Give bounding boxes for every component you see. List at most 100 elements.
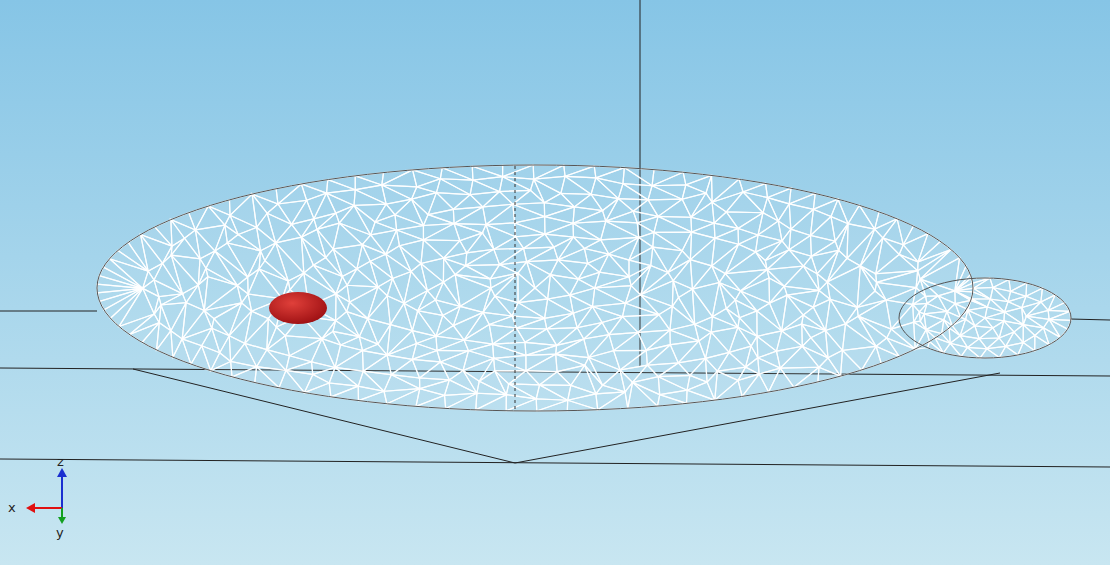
mesh-element: [347, 285, 378, 302]
mesh-element: [673, 260, 692, 289]
mesh-element: [686, 175, 712, 193]
mesh-element: [695, 324, 712, 341]
mesh-element: [565, 176, 596, 194]
mesh-element: [652, 172, 686, 186]
mesh-element: [776, 331, 802, 351]
mesh-element: [503, 165, 534, 179]
mesh-element: [494, 358, 526, 371]
mesh-element: [545, 313, 574, 329]
mesh-element: [883, 238, 903, 255]
mesh-element: [442, 166, 473, 180]
plane-line: [0, 459, 1110, 467]
mesh-element: [255, 367, 279, 388]
mesh-element: [455, 275, 491, 307]
mesh-element: [416, 389, 445, 407]
mesh-element: [304, 374, 329, 392]
mesh-element: [204, 277, 237, 311]
mesh-element: [789, 193, 815, 209]
mesh-element: [628, 382, 658, 408]
mesh-element: [347, 302, 368, 319]
mesh-element: [784, 286, 819, 295]
plane-line: [0, 311, 97, 312]
mesh-element: [573, 221, 606, 240]
mesh-element: [154, 263, 182, 294]
z-arrowhead: [57, 468, 67, 477]
mesh-element: [533, 165, 564, 179]
mesh-element: [423, 224, 454, 240]
mesh-element: [279, 370, 304, 392]
mesh-element: [827, 266, 860, 308]
x-axis: [34, 507, 62, 509]
mesh-element: [818, 367, 841, 382]
mesh-element: [712, 179, 743, 202]
mesh-element: [483, 204, 513, 224]
mesh-element: [286, 356, 312, 371]
mesh-element: [973, 287, 993, 299]
mesh-element: [767, 188, 791, 204]
mesh-element: [445, 393, 477, 408]
mesh-element: [601, 221, 639, 240]
mesh-element: [789, 235, 811, 256]
mesh-element: [397, 230, 424, 246]
axis-triad: [26, 468, 67, 524]
mesh-element: [493, 344, 526, 358]
mesh-element: [858, 316, 891, 338]
mesh-element: [968, 307, 987, 318]
mesh-element: [926, 320, 944, 334]
mesh-element: [743, 183, 767, 197]
mesh-element: [639, 232, 654, 247]
mesh-element: [971, 299, 990, 307]
mesh-element: [838, 199, 859, 224]
mesh-element: [1008, 296, 1026, 307]
mesh-element: [534, 165, 565, 179]
mesh-element: [171, 213, 195, 230]
mesh-element: [813, 199, 838, 216]
mesh-element: [641, 281, 674, 307]
mesh-element: [336, 294, 347, 321]
mesh-element: [791, 209, 814, 235]
plane-line: [1070, 319, 1110, 320]
mesh-element: [564, 165, 594, 176]
mesh-element: [420, 378, 450, 389]
mesh-element: [506, 395, 536, 411]
mesh-element: [472, 165, 502, 176]
mesh-element: [454, 207, 486, 225]
mesh-element: [489, 325, 516, 345]
mesh-element: [212, 319, 229, 336]
mesh-element: [526, 354, 557, 372]
mesh-element: [955, 288, 974, 292]
mesh-element: [993, 321, 1004, 338]
mesh-element: [512, 316, 544, 328]
mesh-element: [440, 179, 473, 195]
mesh-element: [527, 260, 558, 275]
mesh-element: [472, 166, 502, 180]
mesh-element: [561, 193, 591, 207]
mesh-element: [1011, 283, 1027, 296]
reference-lines: [0, 0, 1110, 467]
mesh-element: [436, 336, 464, 350]
mesh-element: [384, 389, 420, 404]
mesh-element: [276, 184, 301, 204]
mesh-element: [311, 362, 335, 375]
mesh-element: [267, 319, 277, 350]
mesh-element: [746, 346, 758, 367]
mesh-element: [322, 331, 341, 345]
mesh-element: [802, 324, 826, 338]
mesh-element: [476, 393, 506, 410]
mesh-element: [780, 367, 819, 387]
mesh-element: [658, 216, 692, 232]
axis-label: z: [57, 455, 64, 468]
mesh-element: [960, 336, 979, 348]
mesh-element: [1026, 288, 1042, 302]
dashed-axis: [515, 166, 516, 410]
mesh-element: [288, 273, 304, 290]
mesh-element: [526, 354, 556, 371]
z-axis: [61, 476, 63, 508]
mesh-element: [387, 325, 412, 355]
mesh-element: [985, 312, 1005, 321]
mesh-element: [839, 224, 849, 259]
mesh-element: [363, 351, 388, 372]
mesh-element: [513, 203, 545, 217]
mesh-element: [887, 338, 915, 356]
